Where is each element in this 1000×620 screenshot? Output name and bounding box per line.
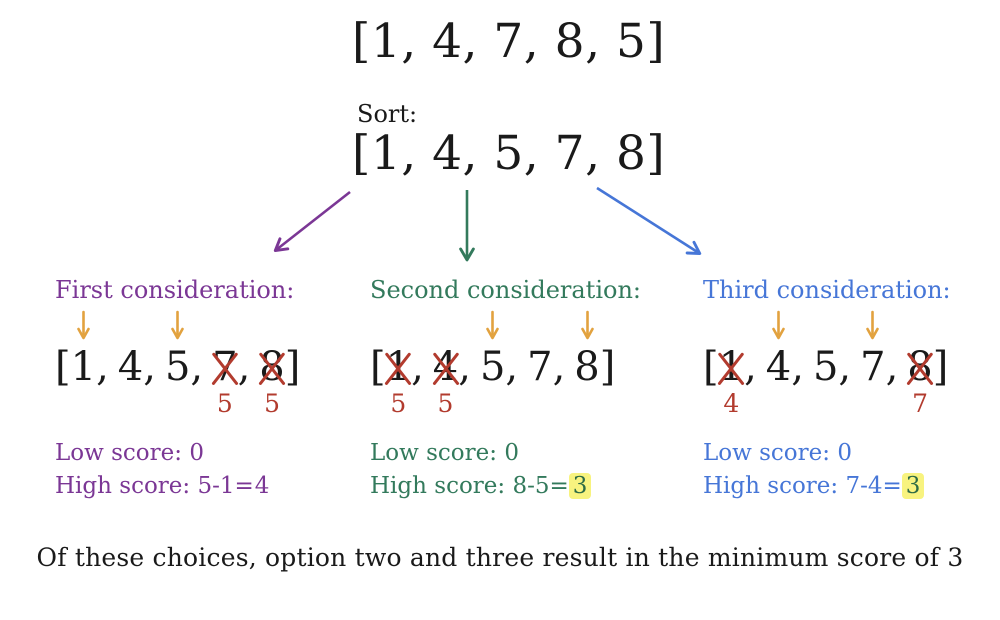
array-element-cell: 7,5: [212, 310, 250, 423]
array-element-cell: 5,: [813, 310, 851, 423]
down-arrow-icon: [76, 310, 91, 346]
replacement-number: 7: [912, 389, 928, 418]
bracket-or-separator: ]: [932, 344, 949, 390]
down-arrow-icon: [580, 310, 595, 346]
bracket-or-separator: ,: [505, 344, 519, 390]
crossed-number: 1: [385, 344, 412, 390]
bracket-or-separator: ]: [284, 344, 301, 390]
high-score-result: 4: [254, 473, 270, 500]
first-consideration-title: First consideration:: [55, 276, 295, 304]
conclusion-text: Of these choices, option two and three r…: [36, 543, 964, 572]
bracket-or-separator: [: [55, 344, 71, 390]
replacement-number: 5: [216, 389, 233, 418]
array-element-cell: 8]7: [907, 310, 948, 423]
replacement-number: 5: [390, 389, 407, 418]
bracket-or-separator: ,: [744, 344, 757, 390]
replacement-number: 5: [264, 389, 280, 418]
high-score: High score: 8-5=3: [370, 470, 641, 503]
bracket-or-separator: ,: [838, 344, 852, 390]
down-arrow-icon: [865, 310, 880, 346]
original-array: [1, 4, 7, 8, 5]: [352, 14, 666, 69]
low-score: Low score: 0: [703, 440, 852, 466]
array-element-cell: [1,5: [370, 310, 424, 423]
array-number: 5: [812, 344, 839, 390]
bracket-or-separator: ,: [96, 344, 109, 390]
sort-label: Sort:: [357, 100, 418, 128]
second-consideration-scores: Low score: 0 High score: 8-5=3: [370, 437, 641, 504]
array-element-cell: 5,: [480, 310, 518, 423]
bracket-or-separator: ,: [237, 344, 251, 390]
crossed-number: 8: [907, 344, 933, 390]
bracket-or-separator: ,: [143, 344, 156, 390]
replacement-number: 4: [723, 389, 740, 418]
array-number: 5: [479, 344, 506, 390]
array-element-cell: 4,: [766, 310, 804, 423]
down-arrow-icon: [170, 310, 185, 346]
sorted-array: [1, 4, 5, 7, 8]: [352, 126, 666, 181]
array-number: 4: [117, 344, 144, 390]
array-element-cell: 4,: [118, 310, 156, 423]
bracket-or-separator: [: [703, 344, 719, 390]
third-consideration-title: Third consideration:: [703, 276, 951, 304]
low-score: Low score: 0: [55, 440, 204, 466]
first-branch-arrow: [273, 190, 351, 253]
array-element-cell: 5,: [165, 310, 203, 423]
third-consideration-scores: Low score: 0 High score: 7-4=3: [703, 437, 951, 504]
high-score-result: 3: [568, 473, 592, 500]
array-element-cell: 4,5: [433, 310, 471, 423]
replacement-number: 5: [437, 389, 454, 418]
array-element-cell: [1,: [55, 310, 109, 423]
array-number: 7: [860, 344, 886, 390]
array-number: 7: [527, 344, 553, 390]
high-score-result: 3: [901, 473, 925, 500]
bracket-or-separator: ,: [791, 344, 804, 390]
crossed-number: 4: [432, 344, 459, 390]
bracket-or-separator: ,: [458, 344, 471, 390]
array-number: 5: [164, 344, 191, 390]
bracket-or-separator: ,: [885, 344, 899, 390]
high-score: High score: 5-1=4: [55, 473, 270, 500]
array-number: 4: [765, 344, 792, 390]
bracket-or-separator: ,: [411, 344, 424, 390]
low-score: Low score: 0: [370, 440, 519, 466]
third-branch-arrow: [596, 186, 702, 255]
array-number: 8: [574, 344, 600, 390]
high-score: High score: 7-4=3: [703, 470, 951, 503]
crossed-number: 7: [212, 344, 238, 390]
array-element-cell: 8]5: [259, 310, 300, 423]
down-arrow-icon: [771, 310, 786, 346]
array-element-cell: 7,: [860, 310, 898, 423]
crossed-number: 1: [718, 344, 745, 390]
array-element-cell: 8]: [574, 310, 615, 423]
bracket-or-separator: [: [370, 344, 386, 390]
bracket-or-separator: ]: [599, 344, 616, 390]
second-consideration-title: Second consideration:: [370, 276, 641, 304]
down-arrow-icon: [485, 310, 500, 346]
array-number: 1: [70, 344, 97, 390]
bracket-or-separator: ,: [552, 344, 566, 390]
crossed-number: 8: [259, 344, 285, 390]
array-element-cell: 7,: [527, 310, 565, 423]
array-element-cell: [1,4: [703, 310, 757, 423]
bracket-or-separator: ,: [190, 344, 204, 390]
first-consideration-scores: Low score: 0 High score: 5-1=4: [55, 437, 300, 504]
